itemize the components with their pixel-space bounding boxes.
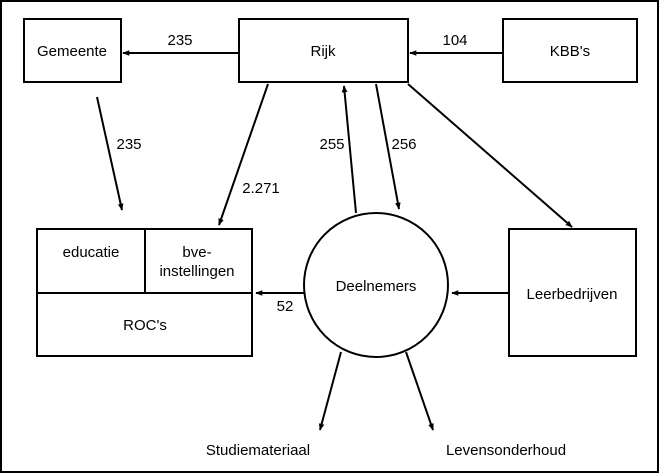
flow-gemeente-rocs: 235	[116, 136, 141, 153]
edge-rijk-leerbedrijven	[407, 83, 573, 228]
bve-label-line2: instellingen	[159, 263, 234, 280]
educatie-label: educatie	[63, 244, 120, 261]
flow-kbbs-rijk: 104	[442, 32, 467, 49]
node-kbbs: KBB's	[502, 18, 638, 83]
flow-rijk-gemeente: 235	[167, 32, 192, 49]
studiemateriaal-label: Studiemateriaal	[206, 442, 310, 459]
rocs-label: ROC's	[123, 317, 167, 334]
edge-rijk-deelnemers	[375, 83, 401, 210]
edge-rijk-bve	[218, 83, 269, 226]
node-rijk: Rijk	[238, 18, 409, 83]
edge-deelnemers-studiemateriaal	[318, 351, 342, 431]
node-leerbedrijven: Leerbedrijven	[508, 228, 637, 357]
leerbedrijven-label: Leerbedrijven	[527, 286, 618, 303]
edge-deelnemers-rijk	[341, 85, 357, 214]
flow-deelnemers-rocs: 52	[277, 298, 294, 315]
bve-label-line1: bve-	[182, 244, 211, 261]
edge-deelnemers-levensonderhoud	[405, 351, 434, 431]
kbbs-label: KBB's	[550, 43, 590, 60]
edge-gemeente-rocs	[96, 96, 124, 211]
flow-rijk-deelnemers: 256	[391, 136, 416, 153]
node-rocs: educatie bve- instellingen ROC's	[36, 228, 253, 357]
levensonderhoud-label: Levensonderhoud	[446, 442, 566, 459]
node-deelnemers: Deelnemers	[303, 212, 449, 358]
gemeente-label: Gemeente	[37, 43, 107, 60]
flow-rijk-bve: 2.271	[242, 180, 280, 197]
deelnemers-label: Deelnemers	[336, 278, 417, 295]
node-gemeente: Gemeente	[23, 18, 122, 83]
flow-deelnemers-rijk: 255	[319, 136, 344, 153]
rijk-label: Rijk	[311, 43, 336, 60]
